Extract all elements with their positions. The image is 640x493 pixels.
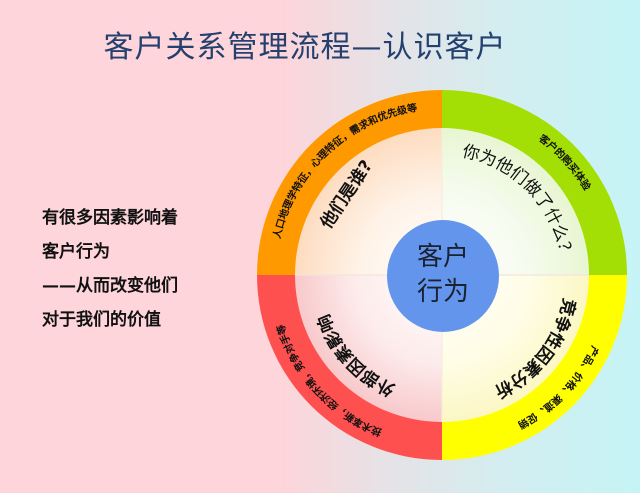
description-text: 有很多因素影响着 客户行为 ——从而改变他们 对于我们的价值 — [42, 201, 232, 337]
center-label-line1: 客户 — [417, 242, 469, 272]
description-line: 客户行为 — [42, 242, 110, 262]
description-line: 有很多因素影响着 — [42, 208, 178, 228]
description-line: 对于我们的价值 — [42, 310, 161, 330]
center-circle — [387, 220, 499, 332]
page-title: 客户关系管理流程—认识客户 — [103, 30, 507, 65]
center-label-line2: 行为 — [417, 277, 469, 307]
description-line: ——从而改变他们 — [42, 276, 178, 296]
